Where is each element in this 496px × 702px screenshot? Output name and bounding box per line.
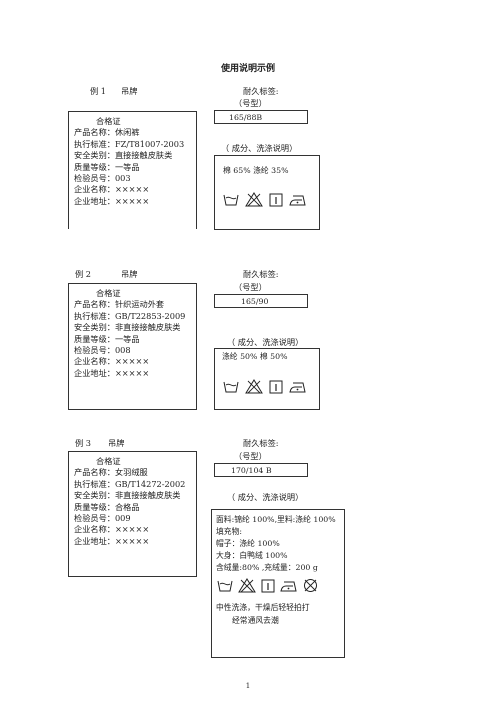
- composition-line: 大身：白鸭绒 100%: [216, 551, 288, 560]
- durable-label: 耐久标签:: [243, 438, 279, 448]
- iron-icon: [280, 580, 298, 592]
- composition-care-box: 涤纶 50% 棉 50%: [214, 348, 320, 410]
- hangtag-card: 合格证 产品名称：针织运动外套 执行标准：GB/T22853-2009 安全类别…: [68, 283, 197, 410]
- hangtag-line: 企业地址：×××××: [74, 195, 150, 206]
- no-bleach-icon: [245, 192, 263, 207]
- hangtag-line: 产品名称：休闲裤: [74, 127, 140, 138]
- composition-hint: （ 成分、洗涤说明）: [227, 492, 304, 502]
- page-title: 使用说明示例: [220, 64, 275, 74]
- composition-line: 面料:锦纶 100%,里料:涤纶 100%: [216, 515, 336, 524]
- example-label: 例 1: [90, 86, 106, 96]
- hangtag-line: 执行标准：GB/T22853-2009: [74, 310, 186, 321]
- hangtag-line: 执行标准：FZ/T81007-2003: [74, 138, 185, 149]
- hangtag-line: 产品名称：针织运动外套: [74, 299, 165, 310]
- composition-line: 帽子：涤纶 100%: [216, 539, 280, 548]
- hangtag-label: 吊牌: [121, 269, 138, 279]
- hangtag-label: 吊牌: [121, 86, 138, 96]
- hangtag-line: 企业名称：×××××: [74, 524, 150, 535]
- size-label-box: 170/104 B: [214, 463, 308, 477]
- hangtag-label: 吊牌: [108, 438, 125, 448]
- composition-care-box: 面料:锦纶 100%,里料:涤纶 100% 填充物: 帽子：涤纶 100% 大身…: [211, 509, 345, 658]
- line-dry-icon: [269, 193, 283, 207]
- hangtag-line: 检验员号：003: [74, 173, 131, 184]
- hangtag-line: 安全类别：非直接接触皮肤类: [74, 322, 181, 333]
- example-label: 例 2: [75, 269, 91, 279]
- hangtag-line: 产品名称：女羽绒服: [74, 467, 148, 478]
- line-dry-icon: [261, 579, 275, 593]
- no-dryclean-icon: [303, 578, 318, 593]
- composition-hint: （ 成分、洗涤说明）: [227, 337, 304, 347]
- composition-hint: （ 成分、洗涤说明）: [221, 143, 298, 153]
- hangtag-line: 质量等级：一等品: [74, 161, 140, 172]
- composition-line: 涤纶 50% 棉 50%: [222, 352, 288, 361]
- hangtag-line: 合格证: [96, 288, 121, 298]
- example-label: 例 3: [75, 438, 91, 448]
- hangtag-line: 安全类别：直接接触皮肤类: [74, 150, 173, 161]
- page-number: 1: [245, 682, 251, 690]
- hangtag-line: 企业名称：×××××: [74, 356, 150, 367]
- hangtag-line: 检验员号：008: [74, 345, 131, 356]
- no-bleach-icon: [238, 578, 256, 593]
- hangtag-line: 执行标准：GB/T14272-2002: [74, 478, 186, 489]
- care-icons: [217, 578, 318, 593]
- care-icons: [223, 192, 307, 207]
- no-bleach-icon: [245, 379, 263, 394]
- size-label-box: 165/88B: [214, 110, 308, 124]
- size-value: 165/90: [241, 297, 269, 306]
- care-note-line: 经常通风去潮: [232, 616, 279, 625]
- durable-label: 耐久标签:: [243, 269, 279, 279]
- size-label-box: 165/90: [214, 294, 308, 308]
- hangtag-line: 质量等级：合格品: [74, 501, 140, 512]
- hangtag-line: 安全类别：非直接接触皮肤类: [74, 490, 181, 501]
- size-hint: （号型）: [234, 451, 267, 461]
- iron-icon: [289, 381, 307, 393]
- hangtag-card: 合格证 产品名称：休闲裤 执行标准：FZ/T81007-2003 安全类别：直接…: [68, 111, 197, 229]
- iron-icon: [289, 194, 307, 206]
- hangtag-line: 质量等级：一等品: [74, 333, 140, 344]
- care-note-line: 中性洗涤，干燥后轻轻拍打: [216, 603, 310, 612]
- composition-care-box: 棉 65% 涤纶 35%: [214, 155, 320, 230]
- composition-line: 填充物:: [216, 527, 243, 536]
- line-dry-icon: [269, 380, 283, 394]
- hangtag-card: 合格证 产品名称：女羽绒服 执行标准：GB/T14272-2002 安全类别：非…: [68, 451, 197, 577]
- composition-line: 棉 65% 涤纶 35%: [223, 166, 289, 175]
- hangtag-line: 合格证: [96, 456, 121, 466]
- care-icons: [223, 379, 307, 394]
- wash-tub-icon: [223, 193, 239, 207]
- hangtag-line: 合格证: [96, 116, 121, 126]
- size-value: 165/88B: [229, 113, 263, 122]
- hangtag-line: 企业地址：×××××: [74, 367, 150, 378]
- hangtag-line: 企业名称：×××××: [74, 184, 150, 195]
- wash-tub-icon: [217, 579, 233, 593]
- hangtag-line: 企业地址：×××××: [74, 535, 150, 546]
- size-hint: （号型）: [234, 282, 267, 292]
- durable-label: 耐久标签:: [243, 86, 279, 96]
- size-value: 170/104 B: [231, 466, 272, 475]
- size-hint: （号型）: [234, 98, 267, 108]
- composition-line: 含绒量:80% ,充绒量：200 g: [216, 563, 318, 572]
- wash-tub-icon: [223, 380, 239, 394]
- hangtag-line: 检验员号：009: [74, 513, 131, 524]
